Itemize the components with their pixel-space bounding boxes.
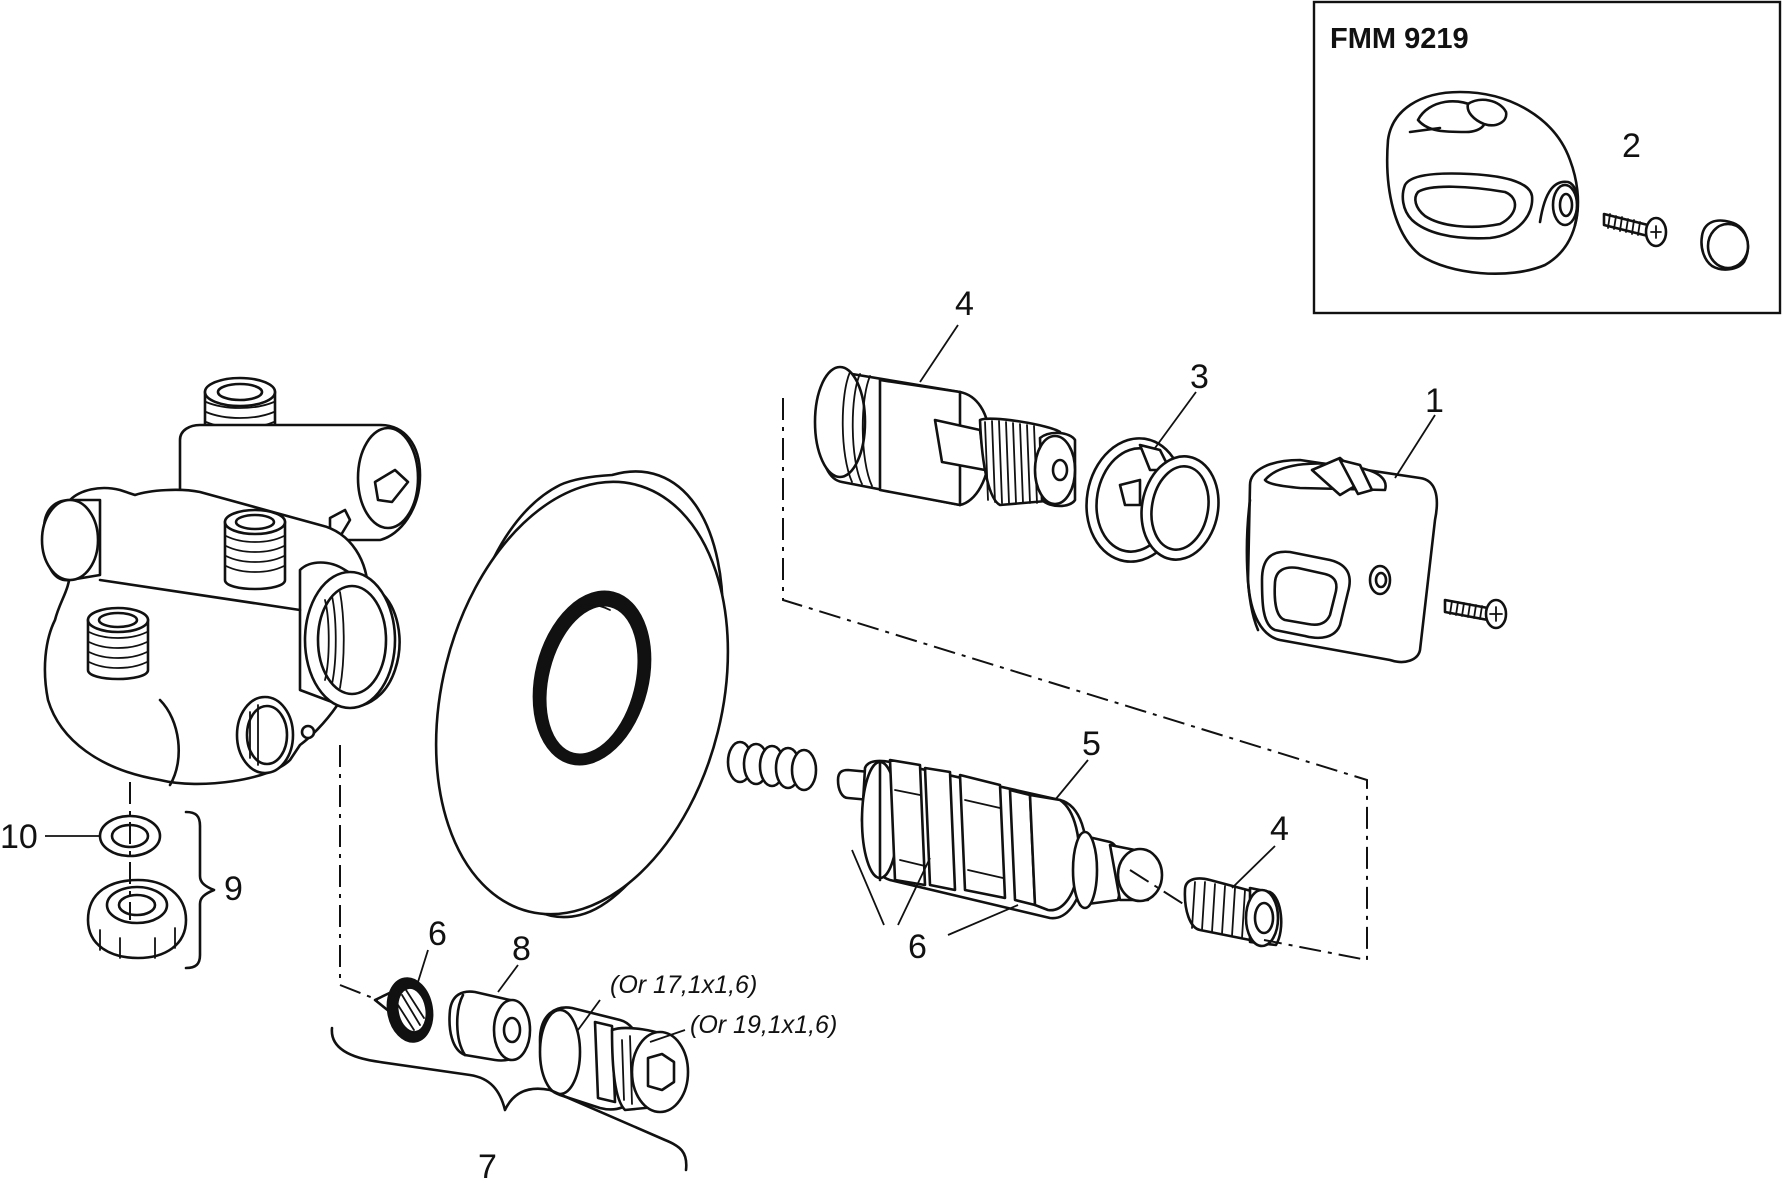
label-part-1: 1 xyxy=(1425,382,1444,420)
label-part-5: 5 xyxy=(1082,725,1101,763)
brackets xyxy=(184,810,688,1172)
handle-screw-drawing xyxy=(1443,598,1508,630)
top-cartridge-drawing xyxy=(813,365,1077,508)
valve-body-drawing xyxy=(40,376,422,787)
leader-lines xyxy=(45,324,1436,1043)
inset-model-code: FMM 9219 xyxy=(1330,23,1469,55)
label-part-4-top: 4 xyxy=(955,285,974,323)
inset-cap-drawing xyxy=(1700,219,1750,271)
label-part-9: 9 xyxy=(224,870,243,908)
label-part-3: 3 xyxy=(1190,358,1209,396)
bottom-nut-drawing xyxy=(1183,877,1283,948)
valve-7-drawing xyxy=(538,1006,690,1114)
assembly-lines xyxy=(129,398,1368,1001)
note-oring-b: (Or 19,1x1,6) xyxy=(690,1011,837,1039)
alt-handle-drawing xyxy=(1385,90,1580,275)
filter-drawing xyxy=(373,977,434,1043)
coupling-9-drawing xyxy=(86,814,188,960)
label-part-7: 7 xyxy=(478,1148,497,1181)
label-part-10: 10 xyxy=(0,818,38,856)
stop-ring-drawing xyxy=(1085,437,1220,563)
escutcheon-plate-drawing xyxy=(434,470,730,919)
label-part-8: 8 xyxy=(512,930,531,968)
inset-panel: FMM 9219 2 xyxy=(1312,0,1782,315)
inset-screw-drawing xyxy=(1602,212,1668,248)
spring-drawing xyxy=(726,740,818,792)
insert-8-drawing xyxy=(448,990,532,1062)
label-part-4-bottom: 4 xyxy=(1270,810,1289,848)
thermo-cartridge-drawing xyxy=(836,758,1164,920)
part-labels: 4 3 1 5 4 6 6 8 (Or 17,1x1,6) (Or 19,1x1… xyxy=(0,285,1444,1181)
handle-drawing xyxy=(1245,456,1439,664)
note-oring-a: (Or 17,1x1,6) xyxy=(610,971,757,999)
label-part-6-orings: 6 xyxy=(908,928,927,966)
label-part-6-filter: 6 xyxy=(428,915,447,953)
label-part-2: 2 xyxy=(1622,127,1641,165)
